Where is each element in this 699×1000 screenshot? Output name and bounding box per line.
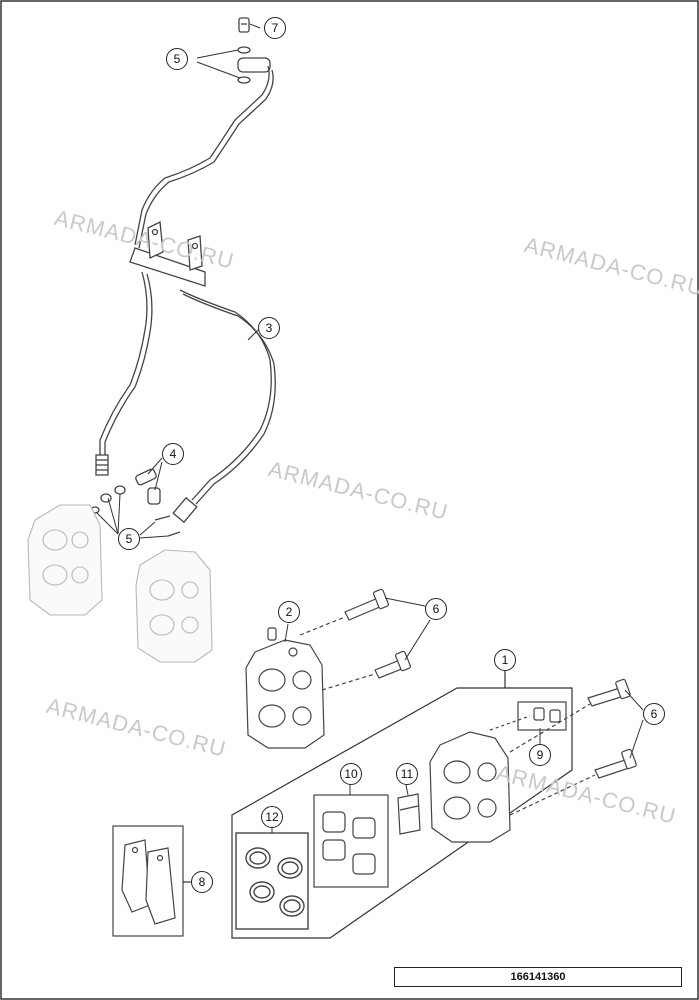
callout-6-left: 6 [425,598,447,620]
bleeder-kit-box [517,701,567,731]
ghost-caliper-left [27,504,103,616]
caliper-kit-frame [231,670,573,939]
banjo-bolt-upper [135,468,157,486]
pad-spring-clip [397,793,421,835]
callout-3: 3 [258,317,280,339]
banjo-bolt-lower [147,487,161,505]
part-number-box: 166141360 [394,967,682,987]
callout-10: 10 [340,763,362,785]
callout-1: 1 [494,649,516,671]
washer-top-2 [237,76,251,84]
callout-5-top: 5 [166,48,188,70]
bleed-screw-top [238,17,250,33]
splitter-bracket [129,247,206,287]
top-banjo-fitting [237,57,271,73]
ghost-calipers [27,504,213,663]
washer-mid-4 [154,515,171,521]
callout-4: 4 [162,443,184,465]
callout-12: 12 [261,806,283,828]
pistons-box [313,794,389,888]
washer-mid-5 [167,531,181,537]
caliper-1-assembly [429,701,567,843]
callout-7: 7 [264,17,286,39]
brake-pads-kit [112,825,190,937]
caliper-left-assembly [245,588,412,749]
callout-5-mid: 5 [118,528,140,550]
hose-fitting-right [172,496,198,524]
callout-8: 8 [191,871,213,893]
washer-top-1 [237,46,251,54]
washer-mid-1 [114,485,126,495]
caliper-2 [245,639,325,749]
callout-9: 9 [529,744,551,766]
callout-6-right: 6 [643,703,665,725]
caliper-1 [429,731,511,843]
callout-2: 2 [278,601,300,623]
leader-lines [95,23,644,883]
callout-11: 11 [396,763,418,785]
seals-kit [235,832,309,930]
pads-box [112,825,184,937]
ghost-caliper-right [135,549,213,663]
brake-line-assembly [90,17,276,537]
caliper-bolts-right [509,678,637,816]
washer-mid-2 [100,493,112,503]
pistons-kit [313,794,389,888]
